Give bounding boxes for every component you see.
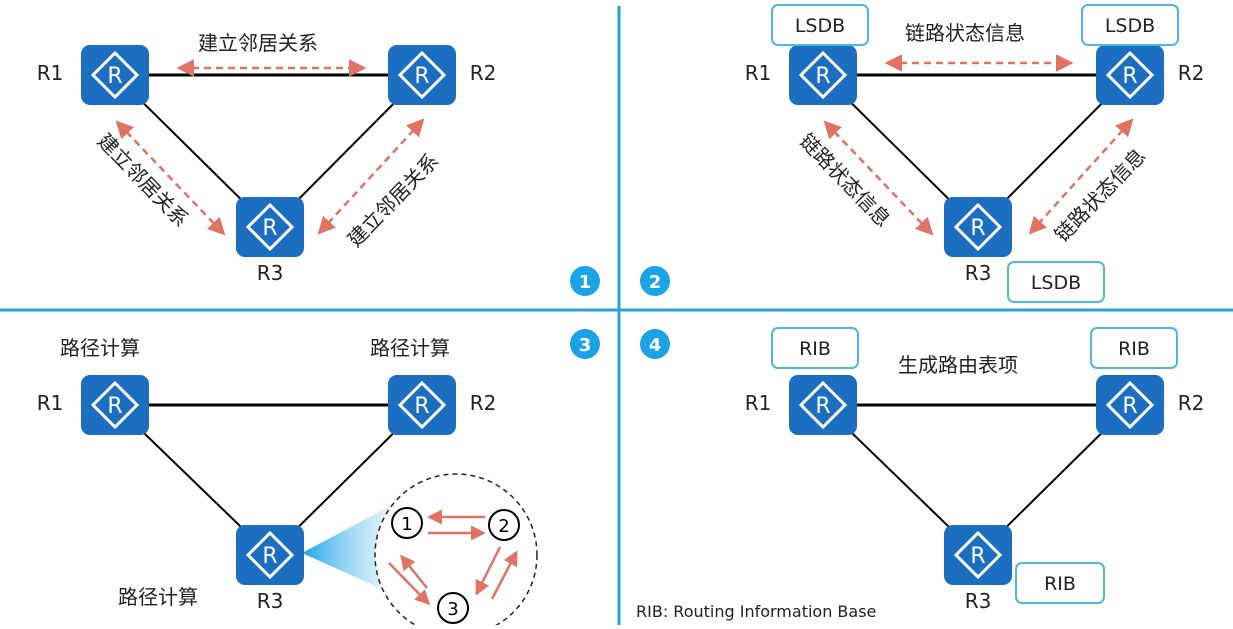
lsdb-label-r1: LSDB bbox=[795, 15, 845, 37]
router-icon bbox=[1096, 45, 1164, 105]
router-icon bbox=[81, 45, 149, 105]
router-icon bbox=[81, 375, 149, 435]
spf-arrow bbox=[490, 550, 518, 600]
edge-label-left: 建立邻居关系 bbox=[93, 129, 194, 232]
calc-label-r2: 路径计算 bbox=[370, 336, 450, 360]
router-icon bbox=[1096, 375, 1164, 435]
step-badge bbox=[640, 266, 670, 296]
router-label-r3: R3 bbox=[965, 589, 992, 613]
edge-label-top: 生成路由表项 bbox=[898, 353, 1018, 377]
router-label-r2: R2 bbox=[1178, 61, 1205, 85]
router-label-r3: R3 bbox=[257, 589, 284, 613]
quadrant-3: 1 2 3 R1 R2 R3 路径计算 路径计算 路径计算 3 bbox=[37, 329, 600, 629]
rib-label-r1: RIB bbox=[799, 338, 831, 360]
spf-arrow bbox=[400, 554, 428, 589]
step-badge bbox=[570, 266, 600, 296]
spf-node-label: 3 bbox=[447, 599, 458, 620]
router-label-r1: R1 bbox=[745, 61, 772, 85]
rib-box-r2 bbox=[1090, 327, 1178, 369]
step-number: 4 bbox=[649, 335, 662, 356]
edge-label-top: 建立邻居关系 bbox=[198, 31, 318, 55]
arrow-r2-r3 bbox=[1028, 118, 1134, 235]
router-label-r1: R1 bbox=[37, 61, 64, 85]
spf-node-3 bbox=[437, 592, 469, 624]
router-icon bbox=[944, 197, 1012, 257]
router-icon bbox=[789, 375, 857, 435]
step-number: 3 bbox=[579, 335, 592, 356]
router-icon bbox=[388, 375, 456, 435]
rib-label-r2: RIB bbox=[1118, 338, 1150, 360]
router-icon bbox=[789, 45, 857, 105]
lsdb-box-r2 bbox=[1081, 4, 1179, 46]
router-icon bbox=[236, 197, 304, 257]
rib-box-r1 bbox=[771, 327, 859, 369]
router-label-r2: R2 bbox=[470, 61, 497, 85]
spf-node-label: 2 bbox=[498, 516, 509, 537]
arrow-r2-r3 bbox=[317, 118, 425, 235]
router-icon bbox=[388, 45, 456, 105]
lsdb-box-r3 bbox=[1007, 261, 1105, 303]
arrow-r1-r3 bbox=[115, 120, 226, 236]
quadrant-4: R1 R2 R3 RIB RIB RIB 生成路由表项 RIB: Routing… bbox=[636, 327, 1205, 621]
step-number: 1 bbox=[579, 272, 592, 293]
router-label-r3: R3 bbox=[965, 261, 992, 285]
edge-label-top: 链路状态信息 bbox=[905, 21, 1025, 45]
lsdb-label-r3: LSDB bbox=[1031, 272, 1081, 294]
arrow-r1-r3 bbox=[823, 120, 934, 236]
spf-arrow bbox=[475, 546, 502, 596]
step-number: 2 bbox=[649, 272, 662, 293]
lsdb-label-r2: LSDB bbox=[1105, 15, 1155, 37]
spf-arrow bbox=[388, 562, 431, 606]
step-badge bbox=[570, 329, 600, 359]
quadrant-1: R1 R2 R3 建立邻居关系 建立邻居关系 建立邻居关系 1 bbox=[37, 31, 600, 296]
quadrant-2: R1 R2 R3 LSDB LSDB LSDB 链路状态信息 链路状态信息 链路… bbox=[640, 4, 1205, 303]
step-badge bbox=[640, 329, 670, 359]
router-icon bbox=[236, 525, 304, 585]
spf-node-2 bbox=[488, 509, 520, 541]
router-label-r1: R1 bbox=[37, 391, 64, 415]
router-label-r2: R2 bbox=[470, 391, 497, 415]
rib-box-r3 bbox=[1015, 562, 1105, 604]
router-icon bbox=[944, 525, 1012, 585]
lsdb-box-r1 bbox=[771, 4, 869, 46]
router-label-r2: R2 bbox=[1178, 391, 1205, 415]
edge-label-right: 建立邻居关系 bbox=[343, 149, 444, 252]
calc-label-r1: 路径计算 bbox=[60, 336, 140, 360]
footnote: RIB: Routing Information Base bbox=[636, 602, 876, 621]
spf-node-label: 1 bbox=[401, 514, 412, 535]
spf-node-1 bbox=[391, 507, 423, 539]
calc-label-r3: 路径计算 bbox=[118, 585, 198, 609]
router-label-r3: R3 bbox=[257, 261, 284, 285]
rib-label-r3: RIB bbox=[1044, 573, 1076, 595]
router-label-r1: R1 bbox=[745, 391, 772, 415]
